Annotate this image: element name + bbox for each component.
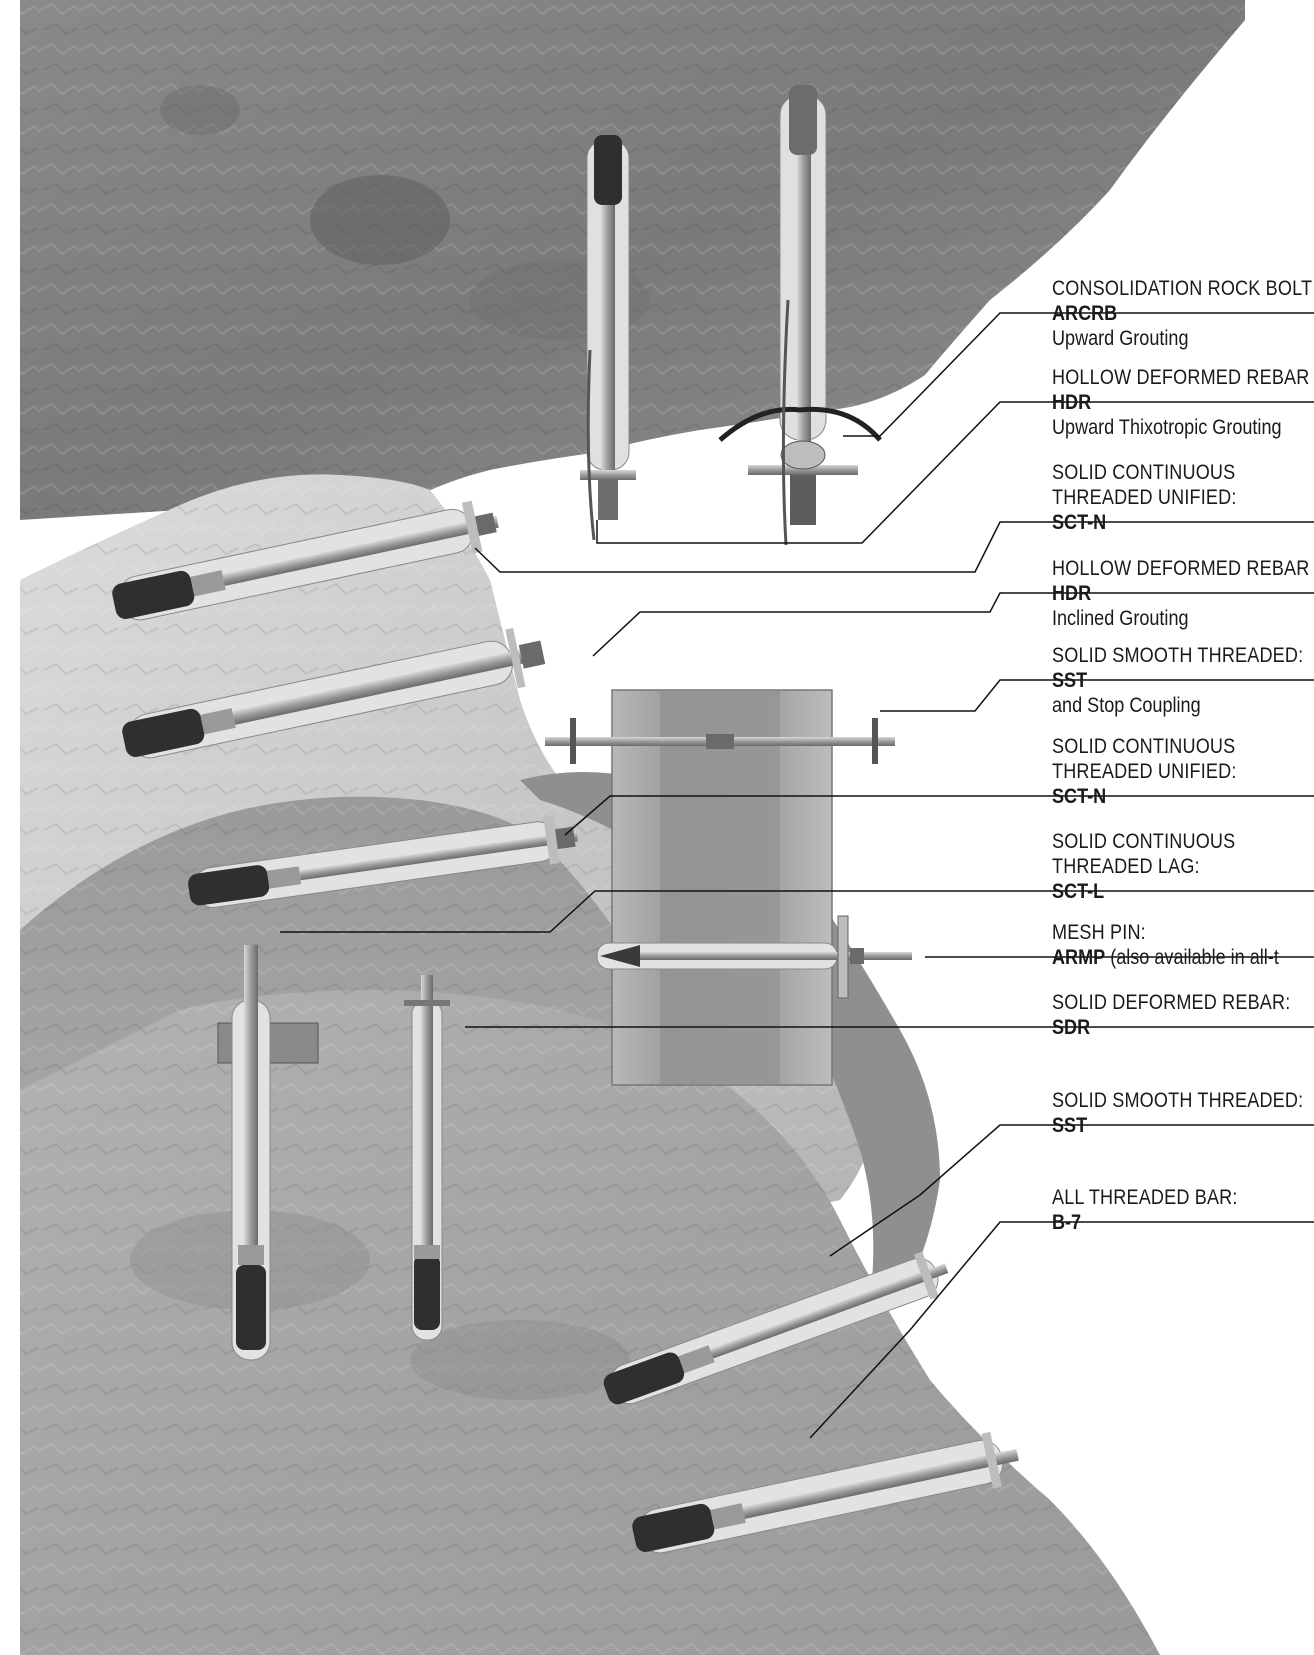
label-hdr-upward-code: HDR xyxy=(1052,391,1091,414)
label-sst-title: SOLID SMOOTH THREADED: xyxy=(1052,1088,1303,1113)
label-b7-title: ALL THREADED BAR: xyxy=(1052,1185,1238,1210)
label-arcrb: CONSOLIDATION ROCK BOLT ARCRB Upward Gro… xyxy=(1052,276,1312,351)
upper-rock-mass xyxy=(20,0,1245,520)
label-sct-l-line2: THREADED LAG: xyxy=(1052,854,1235,879)
label-sct-n-2-code: SCT-N xyxy=(1052,785,1106,808)
sct-l-vertical-bolt xyxy=(232,945,270,1360)
label-sct-n-1: SOLID CONTINUOUS THREADED UNIFIED: SCT-N xyxy=(1052,460,1237,535)
label-sct-n-2: SOLID CONTINUOUS THREADED UNIFIED: SCT-N xyxy=(1052,734,1237,809)
label-sct-n-1-line2: THREADED UNIFIED: xyxy=(1052,485,1237,510)
label-hdr-upward-title: HOLLOW DEFORMED REBAR xyxy=(1052,365,1309,390)
label-armp-code: ARMP xyxy=(1052,946,1105,969)
label-sst-coupling-note: and Stop Coupling xyxy=(1052,693,1303,718)
label-b7: ALL THREADED BAR: B-7 xyxy=(1052,1185,1238,1235)
label-hdr-inclined-code: HDR xyxy=(1052,582,1091,605)
label-sdr-title: SOLID DEFORMED REBAR: xyxy=(1052,990,1290,1015)
label-sdr-code: SDR xyxy=(1052,1016,1090,1039)
label-sct-n-2-line2: THREADED UNIFIED: xyxy=(1052,759,1237,784)
label-hdr-inclined-title: HOLLOW DEFORMED REBAR xyxy=(1052,556,1309,581)
label-sdr: SOLID DEFORMED REBAR: SDR xyxy=(1052,990,1290,1040)
label-arcrb-code: ARCRB xyxy=(1052,302,1117,325)
label-armp-title: MESH PIN: xyxy=(1052,920,1279,945)
label-b7-code: B-7 xyxy=(1052,1211,1081,1234)
arcrb-upward-bolt xyxy=(580,135,636,540)
label-hdr-inclined: HOLLOW DEFORMED REBAR HDR Inclined Grout… xyxy=(1052,556,1309,631)
label-sst-coupling-code: SST xyxy=(1052,669,1087,692)
label-sst-code: SST xyxy=(1052,1114,1087,1137)
label-sst: SOLID SMOOTH THREADED: SST xyxy=(1052,1088,1303,1138)
label-sct-n-2-line1: SOLID CONTINUOUS xyxy=(1052,734,1237,759)
label-armp: MESH PIN: ARMP (also available in all-t xyxy=(1052,920,1279,970)
concrete-wall xyxy=(612,690,832,1085)
label-hdr-inclined-note: Inclined Grouting xyxy=(1052,606,1309,631)
label-sst-coupling-title: SOLID SMOOTH THREADED: xyxy=(1052,643,1303,668)
lower-rock-mass xyxy=(20,990,1160,1655)
label-hdr-upward: HOLLOW DEFORMED REBAR HDR Upward Thixotr… xyxy=(1052,365,1309,440)
label-sct-l-code: SCT-L xyxy=(1052,880,1104,903)
label-arcrb-note: Upward Grouting xyxy=(1052,326,1312,351)
label-sct-l: SOLID CONTINUOUS THREADED LAG: SCT-L xyxy=(1052,829,1235,904)
label-armp-suffix: (also available in all-t xyxy=(1105,946,1279,969)
label-sct-n-1-line1: SOLID CONTINUOUS xyxy=(1052,460,1237,485)
label-sst-coupling: SOLID SMOOTH THREADED: SST and Stop Coup… xyxy=(1052,643,1303,718)
label-hdr-upward-note: Upward Thixotropic Grouting xyxy=(1052,415,1309,440)
label-sct-n-1-code: SCT-N xyxy=(1052,511,1106,534)
label-arcrb-title: CONSOLIDATION ROCK BOLT xyxy=(1052,276,1312,301)
label-sct-l-line1: SOLID CONTINUOUS xyxy=(1052,829,1235,854)
